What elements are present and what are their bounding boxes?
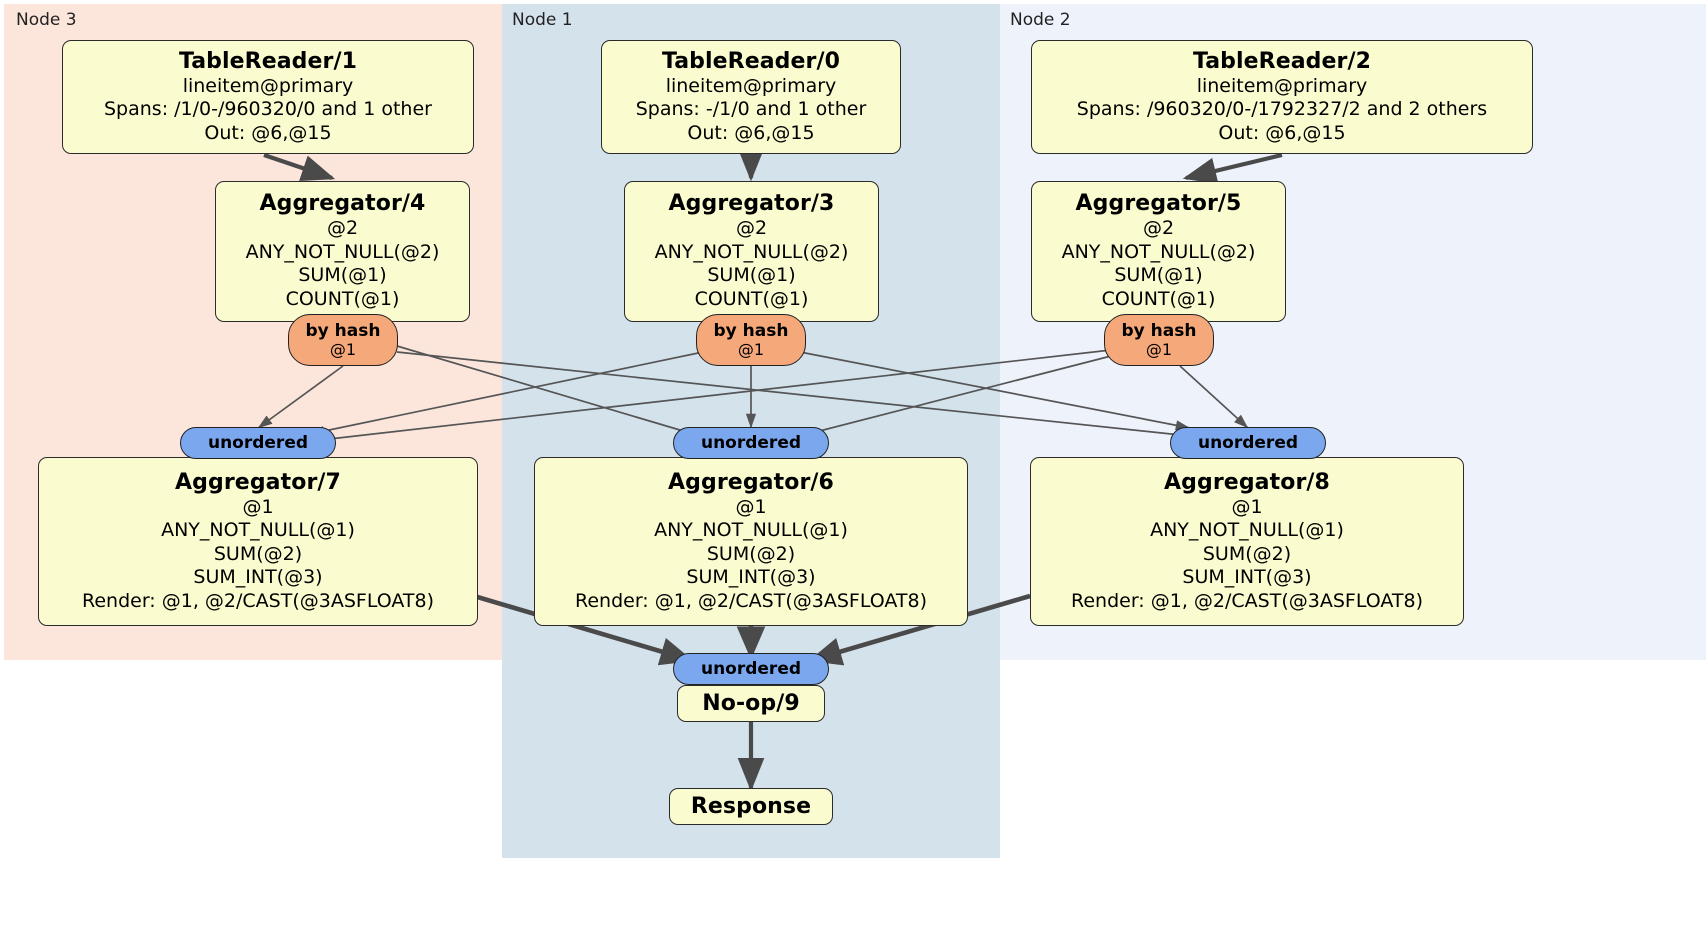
router-sublabel: @1 — [737, 339, 765, 359]
box-title: Aggregator/3 — [668, 191, 835, 217]
synchronizer-label: unordered — [700, 658, 802, 679]
processor-table-reader-2[interactable]: TableReader/2 lineitem@primary Spans: /9… — [1031, 40, 1533, 154]
box-title: TableReader/2 — [1192, 48, 1372, 74]
box-line: SUM(@2) — [1202, 542, 1292, 565]
router-by-hash-right[interactable]: by hash @1 — [1104, 314, 1214, 366]
router-label: by hash — [1121, 320, 1197, 341]
box-line: lineitem@primary — [665, 74, 837, 97]
node-label-node2: Node 2 — [1010, 10, 1071, 30]
box-title: Aggregator/4 — [259, 191, 426, 217]
box-line: COUNT(@1) — [694, 288, 809, 311]
box-line: lineitem@primary — [182, 74, 354, 97]
synchronizer-label: unordered — [1197, 432, 1299, 453]
box-line: Out: @6,@15 — [1218, 121, 1346, 144]
box-line: @1 — [1231, 495, 1263, 518]
box-line: ANY_NOT_NULL(@1) — [1150, 519, 1344, 542]
box-line: COUNT(@1) — [285, 288, 400, 311]
router-sublabel: @1 — [329, 339, 357, 359]
synchronizer-unordered-left[interactable]: unordered — [180, 427, 336, 459]
box-line: Render: @1, @2/CAST(@3ASFLOAT8) — [82, 589, 434, 612]
router-by-hash-mid[interactable]: by hash @1 — [696, 314, 806, 366]
processor-aggregator-3[interactable]: Aggregator/3 @2 ANY_NOT_NULL(@2) SUM(@1)… — [624, 181, 879, 322]
router-by-hash-left[interactable]: by hash @1 — [288, 314, 398, 366]
box-line: Render: @1, @2/CAST(@3ASFLOAT8) — [1071, 589, 1423, 612]
box-line: SUM(@1) — [1114, 264, 1203, 287]
box-title: Aggregator/8 — [1164, 469, 1330, 495]
box-title: TableReader/0 — [661, 48, 841, 74]
box-line: SUM_INT(@3) — [686, 566, 816, 589]
node-label-node3: Node 3 — [16, 10, 77, 30]
box-line: Render: @1, @2/CAST(@3ASFLOAT8) — [575, 589, 927, 612]
box-line: lineitem@primary — [1196, 74, 1368, 97]
box-line: Spans: /960320/0-/1792327/2 and 2 others — [1076, 98, 1488, 121]
box-title: No-op/9 — [702, 690, 800, 716]
box-title: Aggregator/6 — [668, 469, 834, 495]
box-line: ANY_NOT_NULL(@1) — [161, 519, 355, 542]
router-label: by hash — [305, 320, 381, 341]
box-line: @1 — [735, 495, 767, 518]
box-line: @2 — [326, 217, 359, 240]
box-line: @2 — [735, 217, 768, 240]
box-line: ANY_NOT_NULL(@2) — [245, 240, 440, 263]
processor-response[interactable]: Response — [669, 788, 833, 825]
processor-aggregator-7[interactable]: Aggregator/7 @1 ANY_NOT_NULL(@1) SUM(@2)… — [38, 457, 478, 626]
box-line: SUM(@2) — [213, 542, 303, 565]
box-title: Response — [690, 793, 812, 819]
processor-no-op-9[interactable]: No-op/9 — [677, 685, 825, 722]
box-title: Aggregator/7 — [175, 469, 341, 495]
box-line: Spans: -/1/0 and 1 other — [635, 98, 867, 121]
processor-table-reader-0[interactable]: TableReader/0 lineitem@primary Spans: -/… — [601, 40, 901, 154]
box-line: ANY_NOT_NULL(@1) — [654, 519, 848, 542]
box-line: ANY_NOT_NULL(@2) — [654, 240, 849, 263]
box-title: Aggregator/5 — [1075, 191, 1242, 217]
box-line: ANY_NOT_NULL(@2) — [1061, 240, 1256, 263]
node-label-node1: Node 1 — [512, 10, 573, 30]
processor-aggregator-6[interactable]: Aggregator/6 @1 ANY_NOT_NULL(@1) SUM(@2)… — [534, 457, 968, 626]
synchronizer-unordered-mid[interactable]: unordered — [673, 427, 829, 459]
box-line: SUM(@1) — [298, 264, 387, 287]
synchronizer-label: unordered — [700, 432, 802, 453]
synchronizer-unordered-final[interactable]: unordered — [673, 653, 829, 685]
synchronizer-label: unordered — [207, 432, 309, 453]
box-line: SUM(@2) — [706, 542, 796, 565]
processor-table-reader-1[interactable]: TableReader/1 lineitem@primary Spans: /1… — [62, 40, 474, 154]
synchronizer-unordered-right[interactable]: unordered — [1170, 427, 1326, 459]
box-line: SUM(@1) — [707, 264, 796, 287]
router-label: by hash — [713, 320, 789, 341]
box-line: @2 — [1142, 217, 1175, 240]
box-line: COUNT(@1) — [1101, 288, 1216, 311]
box-line: SUM_INT(@3) — [1182, 566, 1312, 589]
box-line: Spans: /1/0-/960320/0 and 1 other — [104, 98, 432, 121]
box-title: TableReader/1 — [178, 48, 358, 74]
processor-aggregator-8[interactable]: Aggregator/8 @1 ANY_NOT_NULL(@1) SUM(@2)… — [1030, 457, 1464, 626]
box-line: Out: @6,@15 — [204, 121, 332, 144]
processor-aggregator-5[interactable]: Aggregator/5 @2 ANY_NOT_NULL(@2) SUM(@1)… — [1031, 181, 1286, 322]
box-line: @1 — [242, 495, 274, 518]
box-line: SUM_INT(@3) — [193, 566, 323, 589]
router-sublabel: @1 — [1145, 339, 1173, 359]
box-line: Out: @6,@15 — [687, 121, 815, 144]
processor-aggregator-4[interactable]: Aggregator/4 @2 ANY_NOT_NULL(@2) SUM(@1)… — [215, 181, 470, 322]
